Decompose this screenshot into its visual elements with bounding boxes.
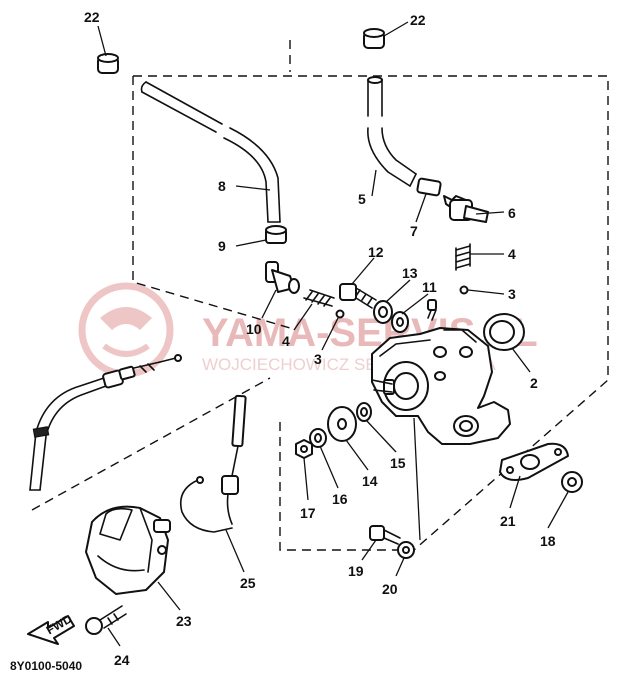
elbow-fitting-6	[443, 195, 489, 223]
callout-labels: 22 22 8 9 10 5 7 6 4 3 12 13 11 4 3 2 15…	[84, 9, 556, 668]
hose-clip-left	[97, 53, 119, 74]
nut-17	[295, 439, 313, 459]
pump-cable-upper	[29, 354, 182, 491]
callout-2: 2	[530, 375, 538, 391]
callout-12: 12	[368, 244, 384, 260]
hose-clip-right	[363, 28, 385, 49]
oil-pump-body	[371, 299, 511, 445]
callout-15: 15	[390, 455, 406, 471]
callout-9: 9	[218, 238, 226, 254]
banjo-fitting-10	[265, 261, 300, 294]
hose-clip-9	[265, 225, 287, 244]
leader-lines	[97, 21, 569, 647]
oil-hose-long	[140, 81, 281, 223]
pump-pulley-14	[327, 406, 357, 442]
screw-24	[85, 605, 127, 635]
diagram-code: 8Y0100-5040	[10, 659, 82, 673]
callout-22-right: 22	[410, 12, 426, 28]
callout-21: 21	[500, 513, 516, 529]
watermark-logo	[78, 282, 174, 378]
hose-clip-7	[416, 177, 442, 197]
callout-8: 8	[218, 178, 226, 194]
spring-4-left	[303, 289, 335, 307]
oil-seal-2	[483, 313, 525, 351]
gasket-21	[499, 442, 569, 481]
callout-4-left: 4	[282, 333, 290, 349]
callout-18: 18	[540, 533, 556, 549]
washer-20	[397, 541, 415, 559]
check-ball-3-left	[335, 309, 345, 319]
pump-cover-23	[85, 505, 171, 595]
washer-16	[309, 428, 327, 448]
oil-hose-short	[367, 76, 417, 187]
bleed-bolt-12	[339, 283, 377, 309]
washer-13	[373, 300, 393, 324]
callout-22-left: 22	[84, 9, 100, 25]
callout-3-left: 3	[314, 351, 322, 367]
pump-cable-lower-25	[179, 394, 247, 533]
callout-20: 20	[382, 581, 398, 597]
callout-6: 6	[508, 205, 516, 221]
washer-15	[356, 402, 372, 422]
callout-16: 16	[332, 491, 348, 507]
callout-7: 7	[410, 223, 418, 239]
callout-11: 11	[422, 279, 437, 295]
callout-19: 19	[348, 563, 364, 579]
callout-23: 23	[176, 613, 192, 629]
washer-11	[391, 311, 409, 333]
check-ball-3-right	[459, 285, 469, 295]
callout-10: 10	[246, 321, 262, 337]
callout-3-right: 3	[508, 286, 516, 302]
callout-13: 13	[402, 265, 418, 281]
callout-4-right: 4	[508, 246, 516, 262]
callout-24: 24	[114, 652, 130, 668]
callout-17: 17	[300, 505, 316, 521]
callout-14: 14	[362, 473, 378, 489]
section-divider	[31, 377, 271, 511]
callout-5: 5	[358, 191, 366, 207]
callout-25: 25	[240, 575, 256, 591]
bolt-19	[369, 525, 401, 545]
washer-18	[561, 471, 583, 493]
forward-arrow-icon: FWD	[27, 611, 75, 645]
spring-4-right	[455, 243, 471, 271]
